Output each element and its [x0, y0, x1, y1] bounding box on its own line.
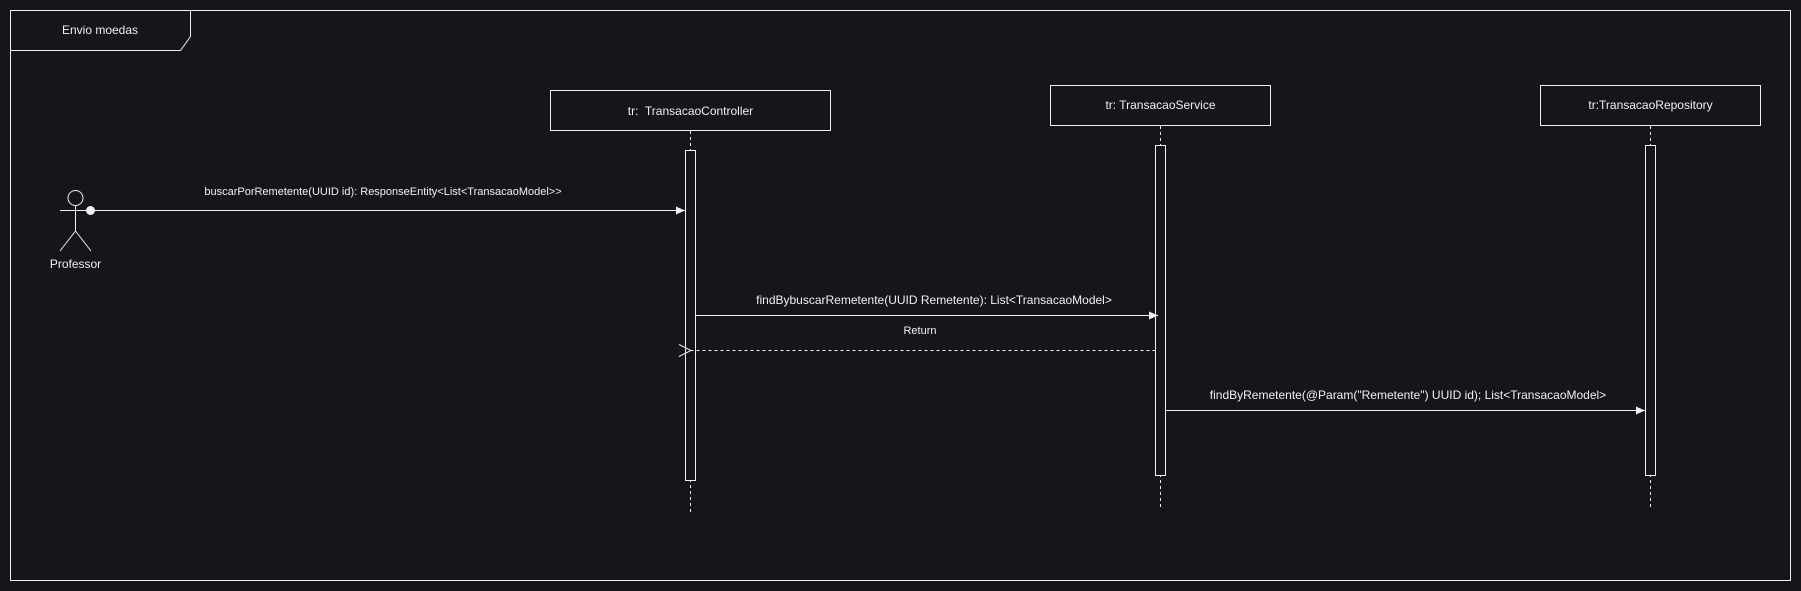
frame-title-tab	[10, 10, 191, 51]
lifeline-repository[interactable]: tr:TransacaoRepository	[1540, 85, 1761, 508]
message-label: Return	[903, 325, 936, 337]
message-find-by-remetente[interactable]: findByRemetente(@Param("Remetente") UUID…	[1165, 388, 1646, 415]
frame-title: Envio moedas	[62, 23, 138, 37]
actor-head	[67, 190, 84, 206]
message-label: buscarPorRemetente(UUID id): ResponseEnt…	[204, 186, 561, 198]
frame-border	[10, 10, 1791, 581]
message-label: findBybuscarRemetente(UUID Remetente): L…	[756, 293, 1112, 307]
lifeline-service-header	[1050, 85, 1271, 126]
message-return[interactable]: Return	[691, 325, 1156, 351]
lifeline-repository-label: tr:TransacaoRepository	[1588, 98, 1712, 112]
actor-label: Professor	[50, 257, 101, 271]
actor-right-leg	[75, 230, 92, 252]
actor-left-leg	[59, 230, 76, 252]
lifeline-controller-label: tr: TransacaoController	[628, 104, 753, 118]
activation-repository	[1645, 145, 1656, 476]
lifeline-repository-header	[1540, 85, 1761, 126]
message-label: findByRemetente(@Param("Remetente") UUID…	[1210, 388, 1606, 402]
activation-service	[1155, 145, 1166, 476]
actor-professor[interactable]: Professor	[50, 190, 101, 272]
lifeline-service-label: tr: TransacaoService	[1105, 98, 1215, 112]
message-buscar-por-remetente[interactable]: buscarPorRemetente(UUID id): ResponseEnt…	[86, 186, 685, 215]
activation-controller	[685, 150, 696, 481]
message-find-by-buscar-remetente[interactable]: findBybuscarRemetente(UUID Remetente): L…	[695, 293, 1159, 320]
lifeline-service[interactable]: tr: TransacaoService	[1050, 85, 1271, 508]
lifeline-controller-header	[550, 90, 831, 131]
